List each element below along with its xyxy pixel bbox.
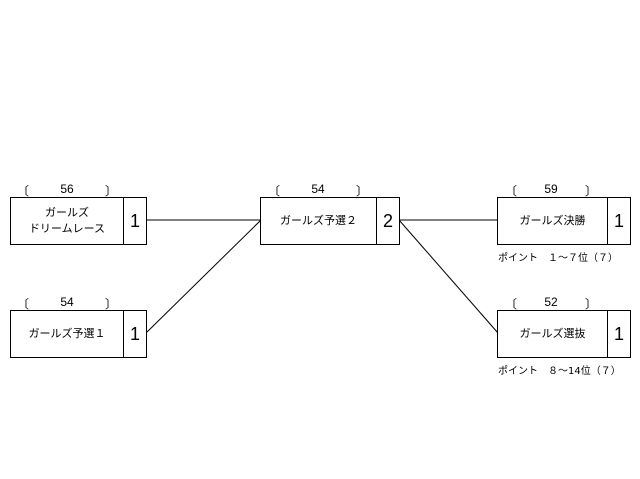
bracket-right: 〕 [355,184,368,198]
capacity-value: 59 [544,182,558,196]
node-label: ガールズ予選２ [261,198,376,244]
node-label-line: ドリームレース [28,222,106,235]
node-label: ガールズ ドリームレース [11,198,123,244]
bracket-right: 〕 [104,297,117,311]
capacity-final: 〔 59 〕 [505,182,597,198]
node-count: 1 [123,311,146,357]
bracket-right: 〕 [584,184,597,198]
bracket-left: 〔 [268,184,281,198]
node-dream-race: ガールズ ドリームレース 1 [10,197,147,245]
capacity-value: 56 [60,182,74,196]
node-prelim2: ガールズ予選２ 2 [260,197,400,245]
node-label-line: ガールズ予選２ [280,214,357,227]
bracket-left: 〔 [505,184,518,198]
bracket-left: 〔 [17,184,30,198]
capacity-value: 52 [544,295,558,309]
bracket-left: 〔 [505,297,518,311]
node-label-line: ガールズ選抜 [519,327,586,340]
bracket-left: 〔 [17,297,30,311]
node-label-line: ガールズ予選１ [28,327,106,340]
points-note-selection: ポイント ８～14位（７） [498,366,621,377]
edge-prelim1-to-prelim2 [145,219,262,334]
node-count: 1 [123,198,146,244]
node-label-line: ガールズ [45,206,89,219]
capacity-value: 54 [60,295,74,309]
node-count: 2 [376,198,399,244]
node-prelim1: ガールズ予選１ 1 [10,310,147,358]
capacity-prelim2: 〔 54 〕 [268,182,368,198]
bracket-right: 〕 [584,297,597,311]
node-label: ガールズ選抜 [498,311,607,357]
capacity-value: 54 [311,182,325,196]
edge-prelim2-to-selection [398,219,499,334]
node-count: 1 [607,311,630,357]
node-count: 1 [607,198,630,244]
bracket-right: 〕 [104,184,117,198]
points-note-final: ポイント １～７位（７） [498,253,618,264]
capacity-selection: 〔 52 〕 [505,295,597,311]
node-label: ガールズ予選１ [11,311,123,357]
node-final: ガールズ決勝 1 [497,197,631,245]
node-label-line: ガールズ決勝 [519,214,586,227]
capacity-dream: 〔 56 〕 [17,182,117,198]
node-label: ガールズ決勝 [498,198,607,244]
node-selection: ガールズ選抜 1 [497,310,631,358]
capacity-prelim1: 〔 54 〕 [17,295,117,311]
